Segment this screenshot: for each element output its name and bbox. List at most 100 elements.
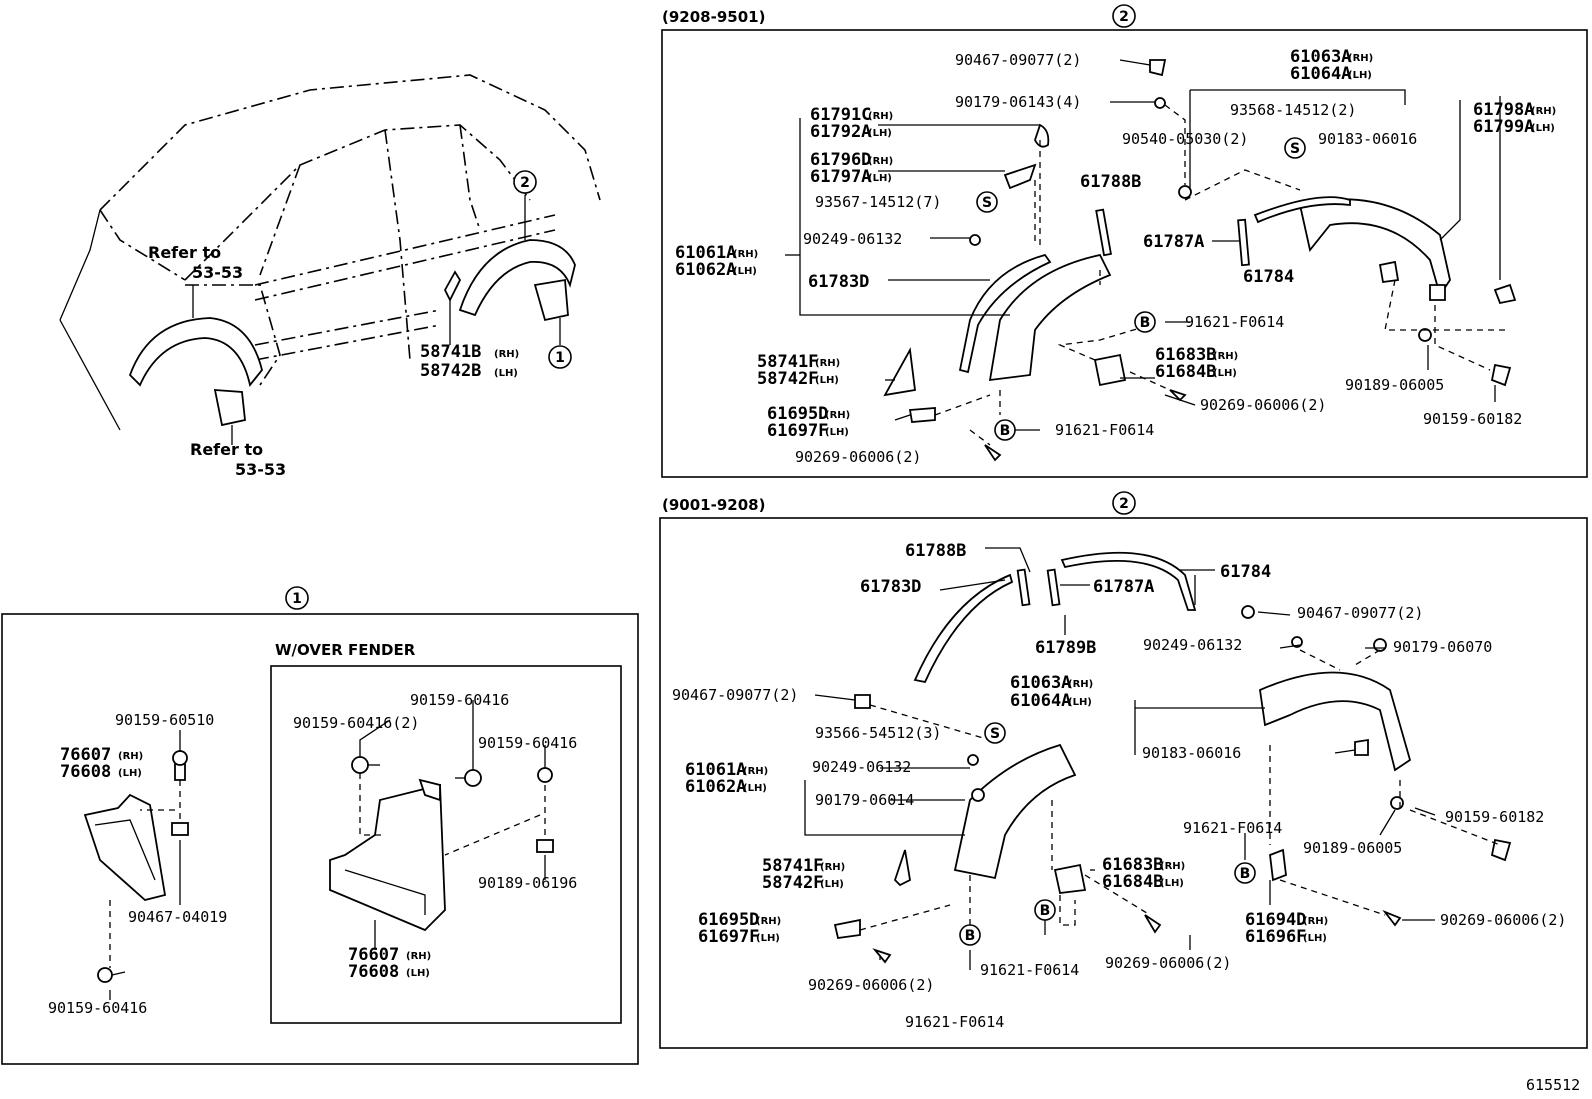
section-9001-9208: (9001-9208) 2 [659,491,1588,1049]
mark-s: S [990,726,1000,742]
part-number: 76608 [348,962,399,982]
part-number: 61061A [685,760,746,780]
side-label: (RH) [1348,53,1373,64]
side-label: (RH) [743,766,768,777]
part-number: 90179-06014 [815,791,914,809]
refer-label: Refer to [148,243,221,262]
section-9208-9501: (9208-9501) 2 [661,4,1588,478]
marker-label: 1 [555,350,565,366]
part-number: 91621-F0614 [905,1013,1004,1031]
side-label: (RH) [1303,916,1328,927]
part-number: 90467-04019 [128,908,227,926]
section-mudguard: 1 W/OVER FENDER 901 [1,586,639,1065]
side-label: (RH) [1068,679,1093,690]
part-number: 90159-60416 [478,734,577,752]
part-number: 90269-06006(2) [808,976,934,994]
part-number: 90269-06006(2) [1200,396,1326,414]
part-number: 91621-F0614 [1183,819,1282,837]
part-number: 91621-F0614 [980,961,1079,979]
part-number: 90249-06132 [1143,636,1242,654]
side-label: (LH) [1348,70,1372,81]
part-number: 58741F [757,352,818,372]
part-number: 61792A [810,122,871,142]
part-number: 61063A [1010,673,1071,693]
part-number: 76607 [60,745,111,765]
part-number: 61062A [685,777,746,797]
mark-b: B [1040,903,1051,919]
section-1-marker [548,345,572,369]
side-label: (RH) [733,249,758,260]
marker-label: 2 [1119,496,1129,512]
side-label: (LH) [733,266,757,277]
mark-b: B [1000,423,1011,439]
part-number: 90249-06132 [812,758,911,776]
part-number: 61696F [1245,927,1306,947]
side-label: (RH) [868,111,893,122]
section-2-marker [513,170,537,194]
refer-label: 53-53 [235,460,286,479]
part-number: 90540-05030(2) [1122,130,1248,148]
side-label: (LH) [868,128,892,139]
part-number: 93567-14512(7) [815,193,941,211]
part-number: 90189-06005 [1303,839,1402,857]
side-label: (LH) [1303,933,1327,944]
part-number: 61684B [1155,362,1216,382]
mark-b: B [965,928,976,944]
side-label: (RH) [756,916,781,927]
refer-label: 53-53 [192,263,243,282]
side-label: (RH) [1160,861,1185,872]
fender-flare-front [988,253,1112,382]
part-number: 61787A [1143,232,1204,252]
part-number: 61683B [1102,855,1163,875]
side-label: (LH) [825,427,849,438]
mudguard-right [329,783,446,932]
side-label: (RH) [868,156,893,167]
side-label: (RH) [1531,106,1556,117]
part-number: 58742F [762,873,823,893]
part-number: 90467-09077(2) [672,686,798,704]
side-label: (RH) [494,349,519,360]
part-number: 61697F [767,421,828,441]
part-number: 61695D [767,404,828,424]
mark-b: B [1140,315,1151,331]
part-number: 58741B [420,342,481,362]
part-number: 58741F [762,856,823,876]
part-number: 61799A [1473,117,1534,137]
part-number: 90159-60182 [1445,808,1544,826]
side-label: (RH) [815,358,840,369]
side-label: (RH) [825,410,850,421]
fender-flare-rear [1298,198,1451,298]
sub-title: W/OVER FENDER [275,641,416,659]
part-number: 90467-09077(2) [955,51,1081,69]
side-label: (LH) [743,783,767,794]
part-number: 90159-60182 [1423,410,1522,428]
part-number: 61788B [905,541,966,561]
side-label: (RH) [118,751,143,762]
part-number: 61796D [810,150,871,170]
side-label: (RH) [820,862,845,873]
part-number: 90159-60416 [48,999,147,1017]
part-number: 93568-14512(2) [1230,101,1356,119]
part-number: 90269-06006(2) [1105,954,1231,972]
part-number: 61064A [1290,64,1351,84]
part-number: 61683B [1155,345,1216,365]
side-label: (LH) [1531,123,1555,134]
part-number: 93566-54512(3) [815,724,941,742]
part-number: 58742F [757,369,818,389]
figure-id: 615512 [1526,1076,1580,1094]
part-number: 61694D [1245,910,1306,930]
part-number: 61697F [698,927,759,947]
side-label: (RH) [1213,351,1238,362]
mudguard-left [83,793,167,901]
part-number: 90179-06143(4) [955,93,1081,111]
date-range-label: (9208-9501) [662,8,765,26]
mark-b: B [1240,866,1251,882]
part-number: 61062A [675,260,736,280]
part-number: 90269-06006(2) [795,448,921,466]
marker-label: 2 [1119,9,1129,25]
side-label: (LH) [868,173,892,184]
part-number: 76607 [348,945,399,965]
part-number: 91621-F0614 [1055,421,1154,439]
part-number: 90179-06070 [1393,638,1492,656]
part-number: 61798A [1473,100,1534,120]
